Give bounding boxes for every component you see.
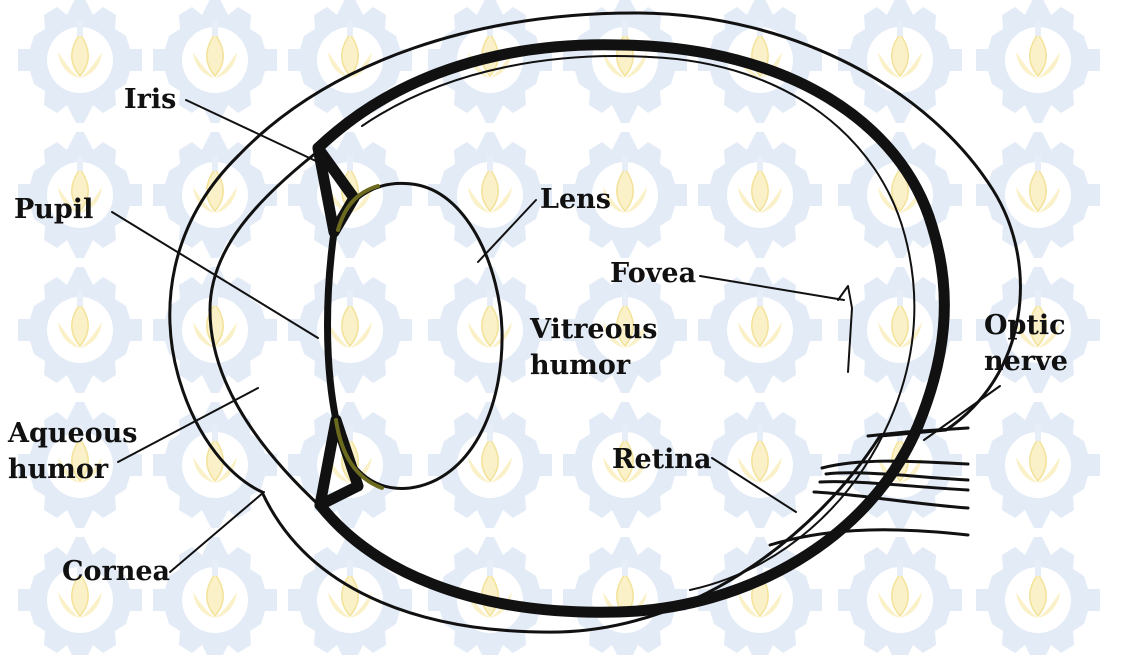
watermark-emblem-icon	[288, 0, 412, 123]
label-aqueous-line2: humor	[8, 454, 109, 485]
label-aqueous-line1: Aqueous	[7, 418, 137, 449]
watermark-emblem-icon	[563, 0, 687, 123]
watermark-emblem-icon	[153, 402, 277, 528]
label-optic-line1: Optic	[984, 310, 1066, 341]
label-pupil: Pupil	[14, 194, 93, 225]
watermark-emblem-icon	[838, 0, 962, 123]
label-lens: Lens	[540, 184, 611, 215]
label-vitreous-line1: Vitreous	[529, 314, 657, 345]
label-retina: Retina	[612, 444, 711, 475]
watermark-emblem-icon	[563, 537, 687, 655]
watermark-emblem-icon	[976, 0, 1100, 123]
optic-nerve-bottom	[770, 530, 968, 545]
label-optic-line2: nerve	[984, 346, 1068, 377]
watermark-emblem-icon	[153, 537, 277, 655]
watermark-emblem-icon	[698, 132, 822, 258]
watermark-emblem-icon	[18, 267, 142, 393]
watermark-emblem-icon	[838, 132, 962, 258]
watermark-emblem-icon	[18, 537, 142, 655]
watermark-emblem-icon	[976, 537, 1100, 655]
label-fovea: Fovea	[610, 258, 696, 289]
watermark-emblem-icon	[976, 402, 1100, 528]
label-iris: Iris	[124, 84, 176, 115]
label-vitreous-line2: humor	[530, 350, 631, 381]
label-cornea: Cornea	[62, 556, 170, 587]
optic-leader	[924, 386, 1000, 440]
watermark-emblem-icon	[698, 402, 822, 528]
watermark-emblem-icon	[838, 537, 962, 655]
watermark-emblem-icon	[428, 132, 552, 258]
watermark-emblem-icon	[153, 132, 277, 258]
watermark-emblem-icon	[428, 402, 552, 528]
